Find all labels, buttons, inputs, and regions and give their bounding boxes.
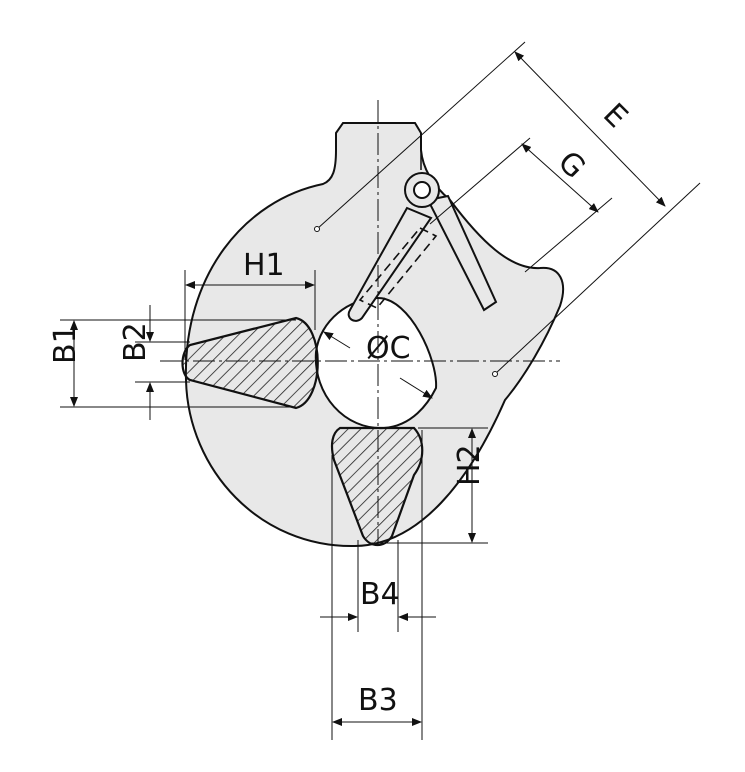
label-e: E bbox=[596, 97, 634, 135]
label-c: ØC bbox=[366, 331, 411, 366]
e-point-2 bbox=[492, 371, 498, 377]
label-g: G bbox=[551, 144, 592, 185]
e-dimension-line bbox=[514, 51, 666, 207]
latch-pin-inner bbox=[413, 181, 431, 199]
label-h2: H2 bbox=[452, 444, 487, 486]
g-extension-1 bbox=[429, 137, 531, 225]
g-dimension-line bbox=[521, 143, 599, 213]
g-extension-2 bbox=[524, 197, 613, 273]
latch-arm bbox=[426, 194, 498, 312]
e-point-1 bbox=[314, 226, 320, 232]
latch-spring-dashed bbox=[358, 227, 438, 309]
c-leader-2 bbox=[399, 377, 433, 399]
label-b4: B4 bbox=[360, 577, 400, 612]
c-leader-1 bbox=[323, 331, 351, 349]
label-b3: B3 bbox=[358, 683, 398, 718]
label-b2: B2 bbox=[118, 322, 153, 362]
label-h1: H1 bbox=[243, 248, 285, 283]
e-extension-1 bbox=[316, 41, 526, 230]
label-b1: B1 bbox=[48, 324, 83, 364]
e-extension-2 bbox=[494, 182, 701, 375]
cross-section-left bbox=[181, 316, 319, 410]
